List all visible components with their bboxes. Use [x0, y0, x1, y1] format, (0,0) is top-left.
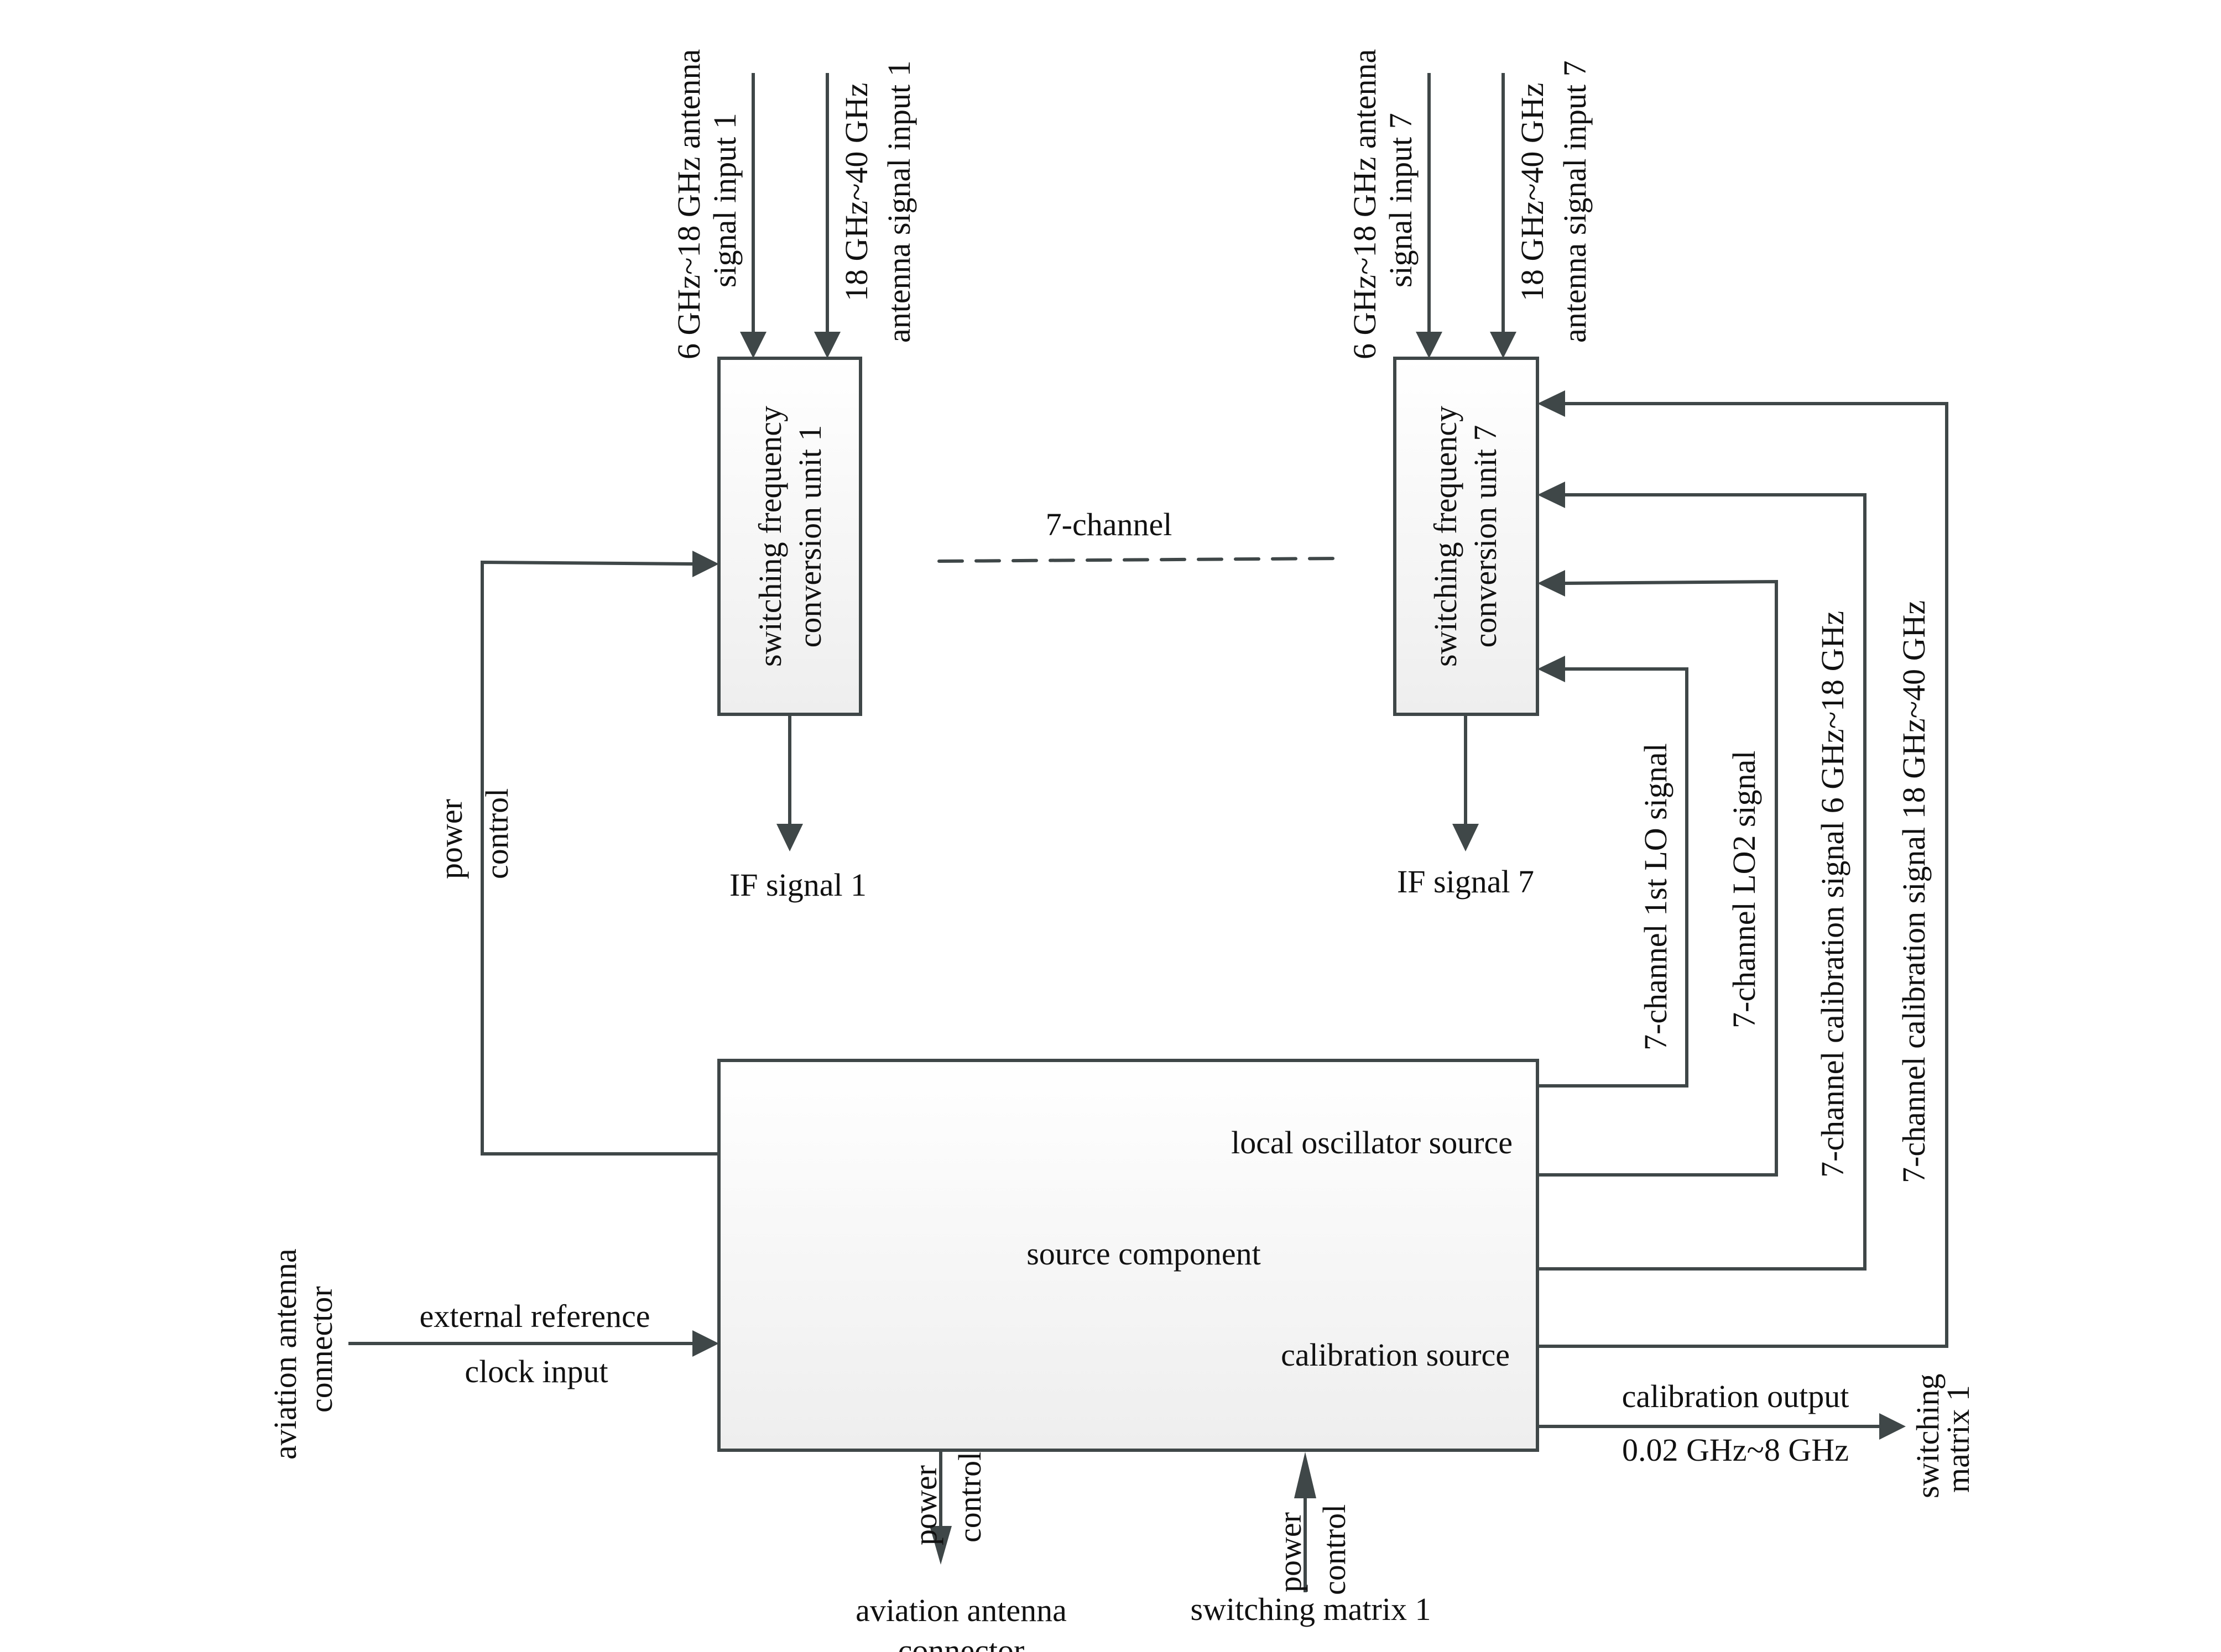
- arrowhead-down-icon: [1416, 332, 1442, 358]
- arrowhead-left-icon: [1537, 570, 1565, 597]
- unit-1-input-a-label-line1: 6 GHz~18 GHz antenna: [671, 49, 707, 359]
- unit-7-input-b-label-line2: antenna signal input 7: [1557, 60, 1593, 343]
- feed-cal-6-18-label: 7-channel calibration signal 6 GHz~18 GH…: [1815, 611, 1850, 1178]
- power-control-left-line2: control: [479, 788, 515, 879]
- if-signal-1-label: IF signal 1: [729, 867, 867, 903]
- unit-7-input-a-label-line2: signal input 7: [1383, 113, 1419, 287]
- arrowhead-down-icon: [1490, 332, 1516, 358]
- arrowhead-down-icon: [740, 332, 767, 358]
- arrowhead-down-icon: [930, 1526, 952, 1565]
- arrowhead-left-icon: [1537, 656, 1565, 682]
- feed-lo2-line: [1537, 579, 1778, 1177]
- bottom-left-dest-line1: aviation antenna: [856, 1592, 1067, 1628]
- feed-1st-lo-label: 7-channel 1st LO signal: [1638, 743, 1673, 1050]
- feed-cal-18-40-label: 7-channel calibration signal 18 GHz~40 G…: [1896, 600, 1932, 1183]
- unit-7-input-b-label-line1: 18 GHz~40 GHz: [1514, 83, 1550, 301]
- bottom-right-power-label: power: [1272, 1512, 1308, 1592]
- external-reference-label-bottom: clock input: [465, 1353, 608, 1389]
- calibration-source-label: calibration source: [1281, 1337, 1510, 1373]
- arrowhead-right-icon: [692, 1330, 719, 1357]
- arrowhead-up-icon: [1294, 1452, 1316, 1498]
- unit-7-label-line1: switching frequency: [1427, 406, 1463, 667]
- ext-ref-source-line2: connector: [303, 1286, 339, 1413]
- local-oscillator-source-label: local oscillator source: [1231, 1125, 1513, 1160]
- bottom-left-control-label: control: [952, 1452, 988, 1543]
- feed-cal-18-40-line: [1537, 402, 1948, 1348]
- arrowhead-left-icon: [1537, 482, 1565, 508]
- ext-ref-source-line1: aviation antenna: [267, 1248, 303, 1460]
- power-control-left-line1: power: [433, 799, 469, 879]
- arrowhead-right-icon: [692, 551, 719, 577]
- source-component-box[interactable]: [717, 1059, 1539, 1452]
- source-component-group: local oscillator source source component…: [717, 1059, 1539, 1452]
- feed-1st-lo-line: [1537, 667, 1688, 1088]
- cal-out-dest-line1: switching: [1910, 1373, 1946, 1498]
- bottom-right-control-label: control: [1316, 1504, 1352, 1595]
- unit-7-label-line2: conversion unit 7: [1467, 425, 1503, 648]
- unit-1-input-a-label-line2: signal input 1: [707, 113, 743, 287]
- bottom-left-power-label: power: [908, 1465, 943, 1545]
- bottom-left-dest-line2: connector: [898, 1633, 1025, 1652]
- if-signal-7-label: IF signal 7: [1397, 864, 1534, 900]
- feed-cal-6-18-line: [1537, 493, 1867, 1271]
- cal-out-dest-line2: matrix 1: [1940, 1385, 1976, 1493]
- unit-1-input-b-label-line1: 18 GHz~40 GHz: [838, 83, 874, 301]
- external-reference-label-top: external reference: [420, 1298, 650, 1334]
- calibration-output-label-bottom: 0.02 GHz~8 GHz: [1622, 1432, 1849, 1468]
- unit-1-input-b-label-line2: antenna signal input 1: [881, 60, 917, 343]
- unit-1-group: switching frequency conversion unit 1 6 …: [671, 49, 917, 903]
- unit-1-label-line1: switching frequency: [752, 406, 788, 667]
- arrowhead-down-icon: [1452, 824, 1479, 851]
- arrowhead-left-icon: [1537, 390, 1565, 417]
- calibration-output-label-top: calibration output: [1622, 1378, 1849, 1414]
- power-control-loop-line: [481, 560, 719, 1156]
- source-component-title: source component: [1026, 1236, 1261, 1272]
- conversion-unit-7-box[interactable]: [1393, 357, 1539, 716]
- unit-7-input-a-label-line1: 6 GHz~18 GHz antenna: [1347, 49, 1383, 359]
- channel-ellipsis-dashed-line: [937, 557, 1340, 563]
- feed-lo2-label: 7-channel LO2 signal: [1726, 750, 1762, 1028]
- channel-count-label: 7-channel: [1046, 506, 1172, 542]
- conversion-unit-1-box[interactable]: [717, 357, 862, 716]
- arrowhead-right-icon: [1879, 1413, 1906, 1440]
- arrowhead-down-icon: [776, 824, 803, 851]
- unit-1-label-line2: conversion unit 1: [792, 425, 828, 648]
- unit-7-group: switching frequency conversion unit 7 6 …: [1347, 49, 1593, 900]
- bottom-right-dest-label: switching matrix 1: [1191, 1591, 1431, 1627]
- arrowhead-down-icon: [814, 332, 841, 358]
